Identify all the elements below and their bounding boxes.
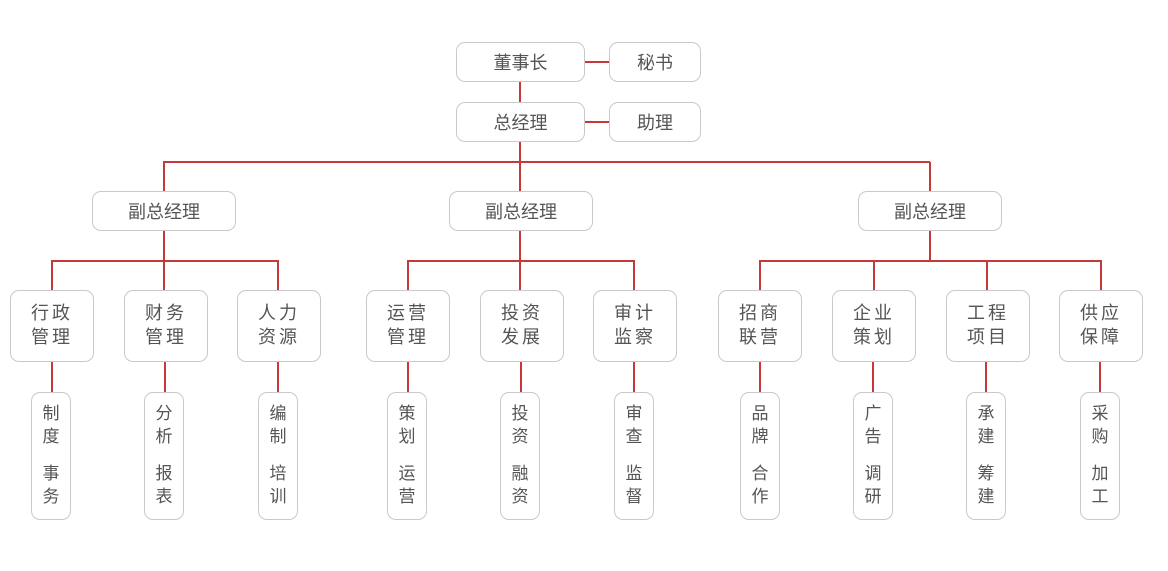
department-box: 行政管理	[10, 290, 94, 362]
department-label: 运营	[387, 303, 429, 324]
vice-manager-label: 副总经理	[485, 202, 557, 223]
duty-char: 营	[398, 487, 416, 507]
duty-char: 表	[155, 487, 173, 507]
department-box: 财务管理	[124, 290, 208, 362]
department-box: 工程项目	[946, 290, 1030, 362]
department-label: 发展	[501, 327, 543, 348]
duty-box: 承建 筹建	[966, 392, 1006, 520]
duty-char: 度	[42, 427, 60, 447]
duty-box: 投资 融资	[500, 392, 540, 520]
duty-char: 监	[625, 464, 643, 484]
duty-char: 制	[42, 404, 60, 424]
department-label: 投资	[501, 303, 543, 324]
duty-char: 析	[155, 427, 173, 447]
vice-manager-label: 副总经理	[128, 202, 200, 223]
department-label: 企业	[853, 303, 895, 324]
department-label: 审计	[614, 303, 656, 324]
duty-char: 督	[625, 487, 643, 507]
duty-char: 分	[155, 404, 173, 424]
department-label: 项目	[967, 327, 1009, 348]
duty-char: 报	[155, 464, 173, 484]
secretary-label: 秘书	[637, 53, 673, 74]
duty-box: 广告 调研	[853, 392, 893, 520]
duty-char: 研	[864, 487, 882, 507]
department-box: 人力资源	[237, 290, 321, 362]
vice-manager-box: 副总经理	[449, 191, 593, 231]
department-label: 财务	[145, 303, 187, 324]
duty-char: 训	[269, 487, 287, 507]
duty-char: 划	[398, 427, 416, 447]
duty-char: 事	[42, 464, 60, 484]
duty-char: 广	[864, 404, 882, 424]
duty-char: 加	[1091, 464, 1109, 484]
department-box: 招商联营	[718, 290, 802, 362]
department-label: 人力	[258, 303, 300, 324]
duty-box: 品牌 合作	[740, 392, 780, 520]
duty-box: 编制 培训	[258, 392, 298, 520]
duty-box: 审查 监督	[614, 392, 654, 520]
duty-char: 培	[269, 464, 287, 484]
department-box: 企业策划	[832, 290, 916, 362]
duty-char: 查	[625, 427, 643, 447]
duty-char: 资	[511, 487, 529, 507]
department-label: 监察	[614, 327, 656, 348]
chairman-label: 董事长	[493, 53, 548, 74]
duty-char: 策	[398, 404, 416, 424]
duty-char: 融	[511, 464, 529, 484]
department-label: 策划	[853, 327, 895, 348]
general-manager-box: 总经理	[456, 102, 585, 142]
secretary-box: 秘书	[609, 42, 701, 82]
duty-char: 合	[751, 464, 769, 484]
department-box: 供应保障	[1059, 290, 1143, 362]
assistant-box: 助理	[609, 102, 701, 142]
department-label: 管理	[31, 327, 73, 348]
department-label: 供应	[1080, 303, 1122, 324]
department-label: 行政	[31, 303, 73, 324]
assistant-label: 助理	[637, 113, 673, 134]
department-box: 投资发展	[480, 290, 564, 362]
duty-char: 工	[1091, 487, 1109, 507]
department-label: 招商	[739, 303, 781, 324]
duty-char: 运	[398, 464, 416, 484]
vice-manager-box: 副总经理	[858, 191, 1002, 231]
department-label: 联营	[739, 327, 781, 348]
department-box: 审计监察	[593, 290, 677, 362]
duty-char: 购	[1091, 427, 1109, 447]
duty-box: 策划 运营	[387, 392, 427, 520]
vice-manager-box: 副总经理	[92, 191, 236, 231]
duty-char: 调	[864, 464, 882, 484]
duty-box: 采购 加工	[1080, 392, 1120, 520]
duty-char: 承	[977, 404, 995, 424]
duty-char: 建	[977, 487, 995, 507]
department-label: 资源	[258, 327, 300, 348]
department-label: 工程	[967, 303, 1009, 324]
duty-box: 制度 事务	[31, 392, 71, 520]
vice-manager-label: 副总经理	[894, 202, 966, 223]
duty-char: 建	[977, 427, 995, 447]
department-box: 运营管理	[366, 290, 450, 362]
general-manager-label: 总经理	[493, 113, 548, 134]
duty-char: 告	[864, 427, 882, 447]
duty-char: 审	[625, 404, 643, 424]
duty-char: 品	[751, 404, 769, 424]
duty-char: 牌	[751, 427, 769, 447]
department-label: 管理	[387, 327, 429, 348]
chairman-box: 董事长	[456, 42, 585, 82]
duty-char: 编	[269, 404, 287, 424]
duty-char: 投	[511, 404, 529, 424]
duty-box: 分析 报表	[144, 392, 184, 520]
duty-char: 采	[1091, 404, 1109, 424]
duty-char: 资	[511, 427, 529, 447]
duty-char: 作	[751, 487, 769, 507]
duty-char: 制	[269, 427, 287, 447]
duty-char: 务	[42, 487, 60, 507]
department-label: 保障	[1080, 327, 1122, 348]
duty-char: 筹	[977, 464, 995, 484]
department-label: 管理	[145, 327, 187, 348]
